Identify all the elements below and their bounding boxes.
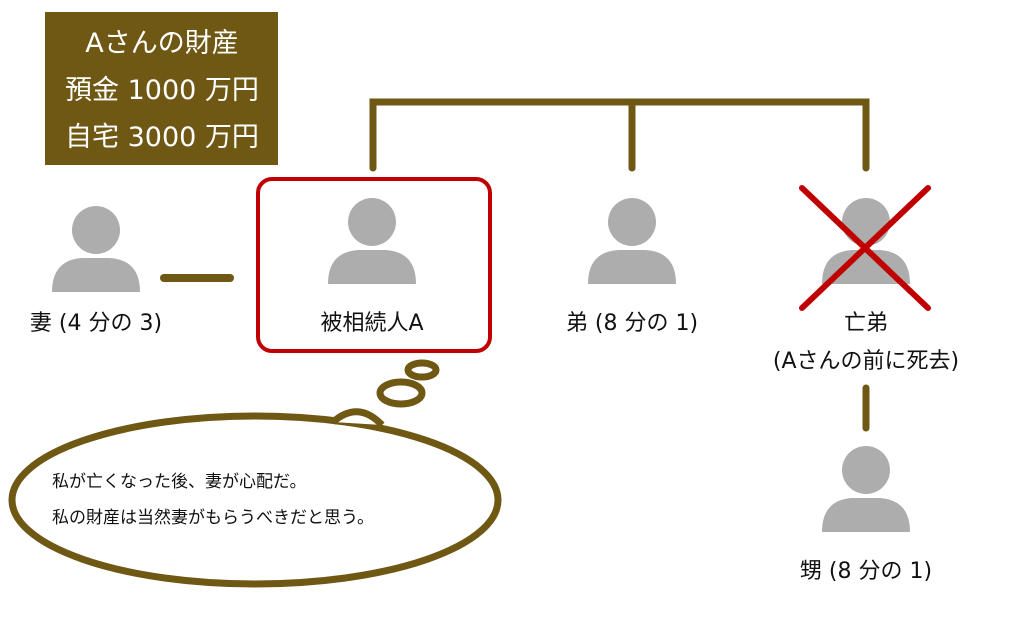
late-brother-person-icon (822, 198, 910, 284)
sibling-connector (369, 98, 870, 172)
deceased-label: 被相続人A (320, 311, 423, 336)
cross-mark-icon (799, 185, 931, 311)
asset-house: 自宅 3000 万円 (65, 122, 259, 153)
brother-label: 弟 (8 分の 1) (566, 311, 698, 336)
brother-person-icon (588, 198, 676, 284)
late-brother-label: 亡弟 (844, 311, 888, 336)
wife-person-icon (52, 206, 140, 292)
thought-bubble (8, 359, 502, 588)
asset-title: Aさんの財産 (85, 28, 238, 59)
thought-line-1: 私が亡くなった後、妻が心配だ。 (52, 472, 307, 492)
deceased-person-icon (328, 198, 416, 284)
nephew-person-icon (822, 446, 910, 532)
nephew-label: 甥 (8 分の 1) (800, 559, 932, 584)
late-brother-note: (Aさんの前に死去) (773, 349, 959, 374)
wife-label: 妻 (4 分の 3) (30, 311, 162, 336)
deceased-highlight-box (256, 177, 492, 353)
asset-deposit: 預金 1000 万円 (65, 75, 259, 106)
asset-box: Aさんの財産 預金 1000 万円 自宅 3000 万円 (45, 12, 278, 165)
thought-line-2: 私の財産は当然妻がもらうべきだと思う。 (52, 508, 374, 528)
